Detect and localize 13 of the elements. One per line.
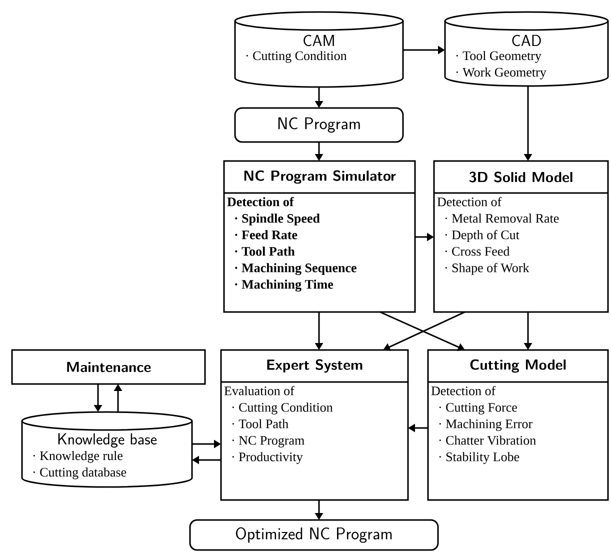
- node-label: · Work Geometry: [456, 67, 546, 80]
- titled-box: NC Program Simulator Detection of · Spindle Speed · Feed Rate · Tool Path · Machining Sequence · Machining Time: [223, 160, 416, 313]
- rounded-box: NC Program: [234, 107, 404, 143]
- database-cylinder: CAM · Cutting Condition: [234, 11, 404, 88]
- rounded-box: Optimized NC Program: [189, 519, 439, 551]
- node-label: CAD: [512, 34, 541, 46]
- titled-box: Cutting Model Detection of · Cutting Force · Machining Error · Chatter Vibration · Stability Lobe: [427, 349, 609, 501]
- titled-box: 3D Solid Model Detection of · Metal Removal Rate · Depth of Cut · Cross Feed · Shape of Work: [433, 160, 609, 313]
- database-cylinder: CAD · Tool Geometry · Work Geometry: [444, 11, 609, 87]
- node-label: · Tool Geometry: [456, 50, 542, 63]
- process-box: Maintenance: [11, 349, 206, 385]
- database-cylinder: Knowledge base · Knowledge rule · Cutting database: [21, 411, 193, 488]
- titled-box: Expert System Evaluation of · Cutting Condition · Tool Path · NC Program · Productivity: [220, 349, 409, 501]
